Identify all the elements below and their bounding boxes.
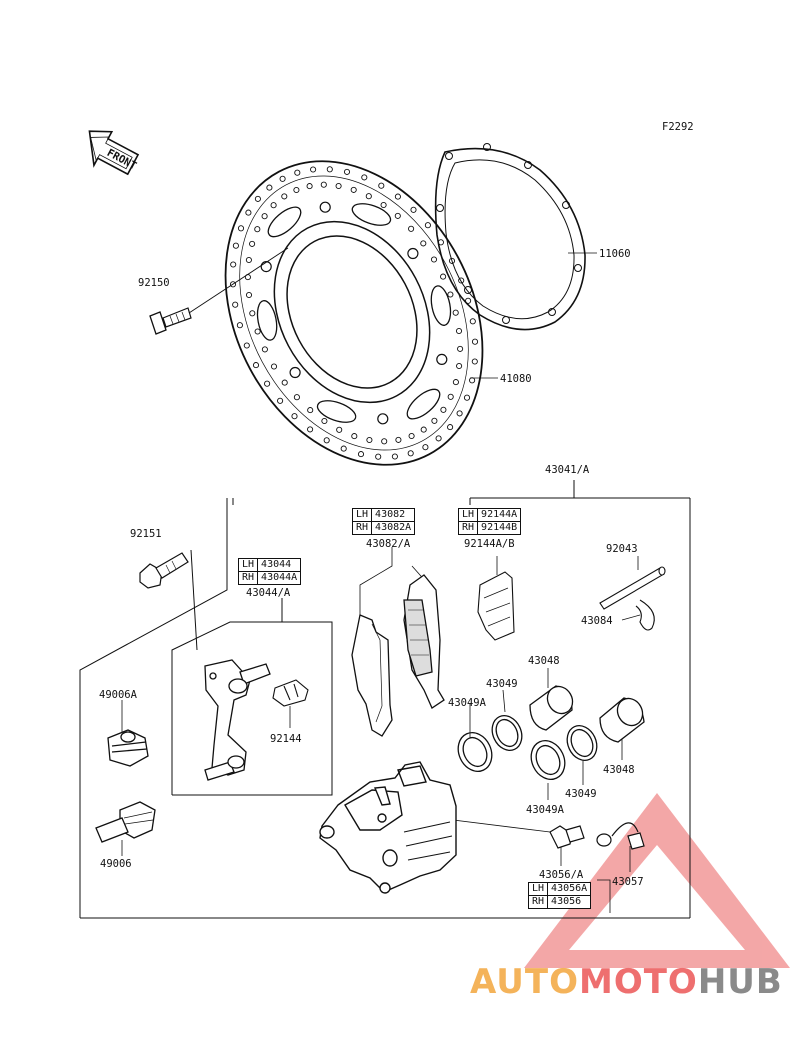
- label-43049-top: 43049: [486, 678, 518, 690]
- bleeder-valve: [549, 825, 585, 849]
- label-43048-bot: 43048: [603, 764, 635, 776]
- figure-code: F2292: [662, 121, 694, 133]
- label-41080: 41080: [500, 373, 532, 385]
- label-43056a: 43056/A: [539, 869, 584, 881]
- watermark-logo: AUTOMOTOHUB: [470, 962, 783, 1002]
- label-92043: 92043: [606, 543, 638, 555]
- brake-disc: [224, 160, 484, 466]
- watermark-triangle: [524, 793, 790, 968]
- leader-lines: [121, 252, 641, 913]
- watermark-hub: HUB: [697, 962, 783, 1002]
- label-92150: 92150: [138, 277, 170, 289]
- brake-pads: [351, 574, 445, 737]
- label-92144ab: 92144A/B: [464, 538, 515, 550]
- pad-spring-clip: [272, 679, 309, 707]
- caliper-bolt: [139, 552, 189, 589]
- watermark-moto: MOTO: [578, 962, 698, 1002]
- disc-bolt: [149, 247, 289, 335]
- part-labels: F2292 92150 11060 41080 43041/A 92151 43…: [99, 121, 694, 888]
- front-arrow-icon: FRONT: [88, 130, 140, 176]
- assembly-frame: [79, 480, 691, 919]
- label-43049a-top: 43049A: [448, 697, 487, 709]
- label-43049a-bot: 43049A: [526, 804, 565, 816]
- caliper-bracket: [204, 659, 271, 781]
- label-43084: 43084: [581, 615, 613, 627]
- label-43057: 43057: [612, 876, 644, 888]
- label-43049-bot: 43049: [565, 788, 597, 800]
- label-43048-top: 43048: [528, 655, 560, 667]
- label-43044a: 43044/A: [246, 587, 291, 599]
- label-49006: 49006: [100, 858, 132, 870]
- watermark-auto: AUTO: [470, 962, 579, 1002]
- pin-boot: [107, 729, 149, 767]
- label-92151: 92151: [130, 528, 162, 540]
- slide-pin: [95, 801, 156, 843]
- bleeder-cap: [596, 822, 645, 850]
- pad-pin: [599, 566, 666, 631]
- piston-seals: [457, 714, 598, 780]
- pad-shim: [477, 571, 515, 641]
- label-49006a: 49006A: [99, 689, 138, 701]
- label-11060: 11060: [599, 248, 631, 260]
- label-43041: 43041/A: [545, 464, 590, 476]
- caliper-body: [319, 761, 457, 894]
- disc-gasket: [434, 143, 586, 331]
- label-43082a: 43082/A: [366, 538, 411, 550]
- caliper-pistons: [529, 685, 645, 743]
- label-92144: 92144: [270, 733, 302, 745]
